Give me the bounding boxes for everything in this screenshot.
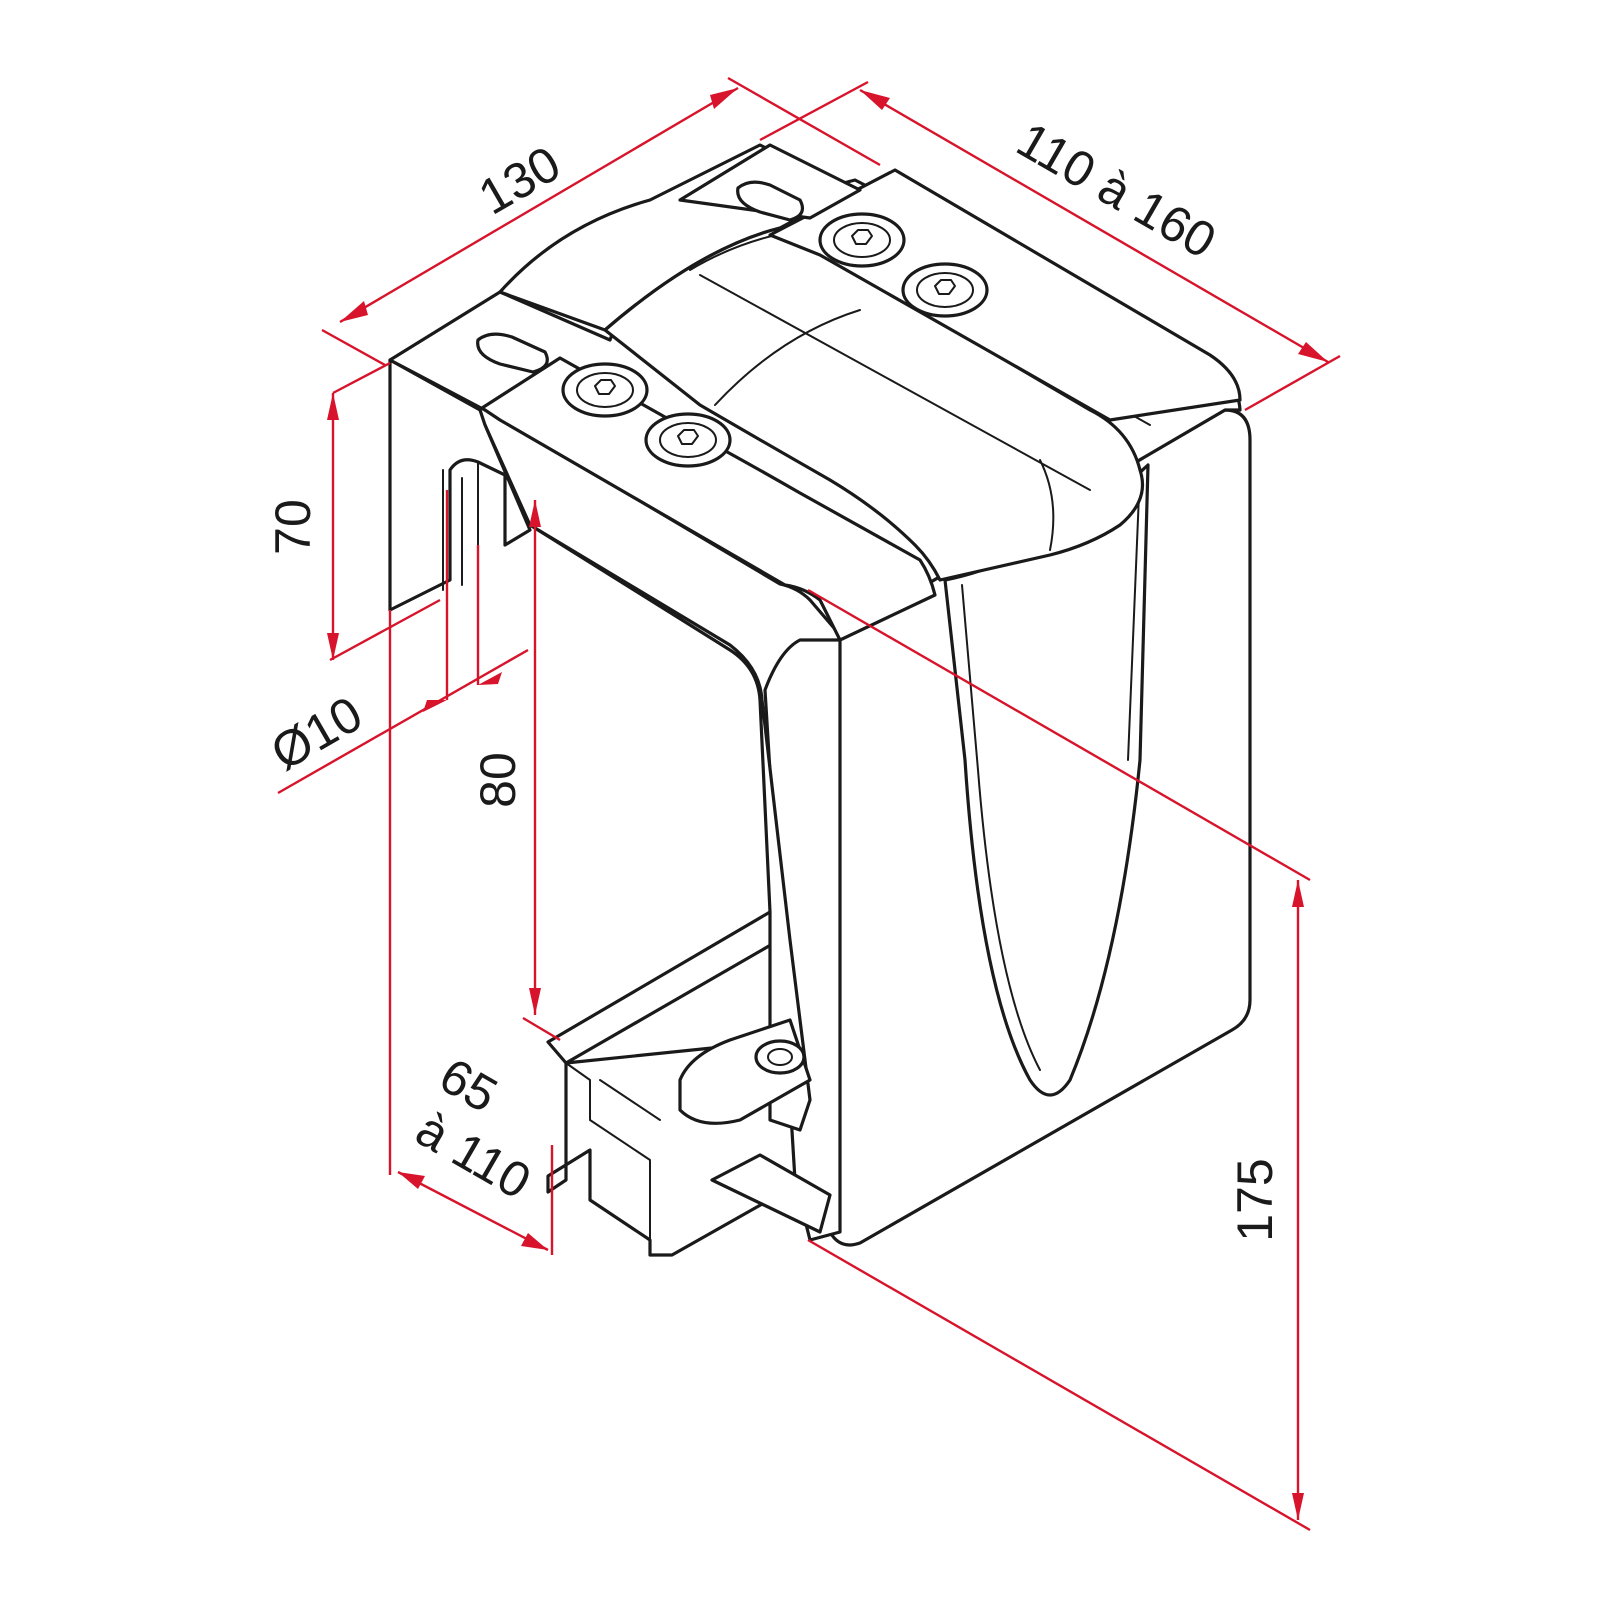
label-width-top: 130 [469,135,569,225]
left-tab-slot [442,461,506,591]
mounting-slot-icon [736,180,804,222]
hex-socket-screw-icon [561,362,649,418]
front-face [763,638,842,1242]
dim-line-65-110 [397,1170,549,1252]
hex-socket-screw-icon [818,212,906,268]
label-total-height: 175 [1227,1158,1283,1241]
base-rail-inner [565,1062,661,1241]
dim-line-d10 [277,648,529,795]
label-opening-height: 80 [470,752,526,808]
top-clamp-front [480,356,937,642]
label-depth-range: 110 à 160 [1008,111,1225,269]
base-fixing-plate [710,1153,832,1234]
mounting-slot-icon [476,332,549,374]
dim-line-130 [339,86,739,324]
dimension-lines [277,76,1341,1532]
left-mounting-tab [388,358,532,612]
arched-band-2 [603,226,1145,582]
label-slot-height: 70 [265,499,321,555]
hex-socket-screw-icon [754,1039,806,1075]
dim-line-110-160 [859,88,1329,364]
hex-socket-screw-icon [901,262,989,318]
clamp-body [388,143,1252,1257]
side-recess-inner [961,469,1141,1071]
label-hole-diameter: Ø10 [262,685,372,781]
hex-socket-screw-icon [644,412,732,468]
arched-band-lines [689,229,1151,551]
